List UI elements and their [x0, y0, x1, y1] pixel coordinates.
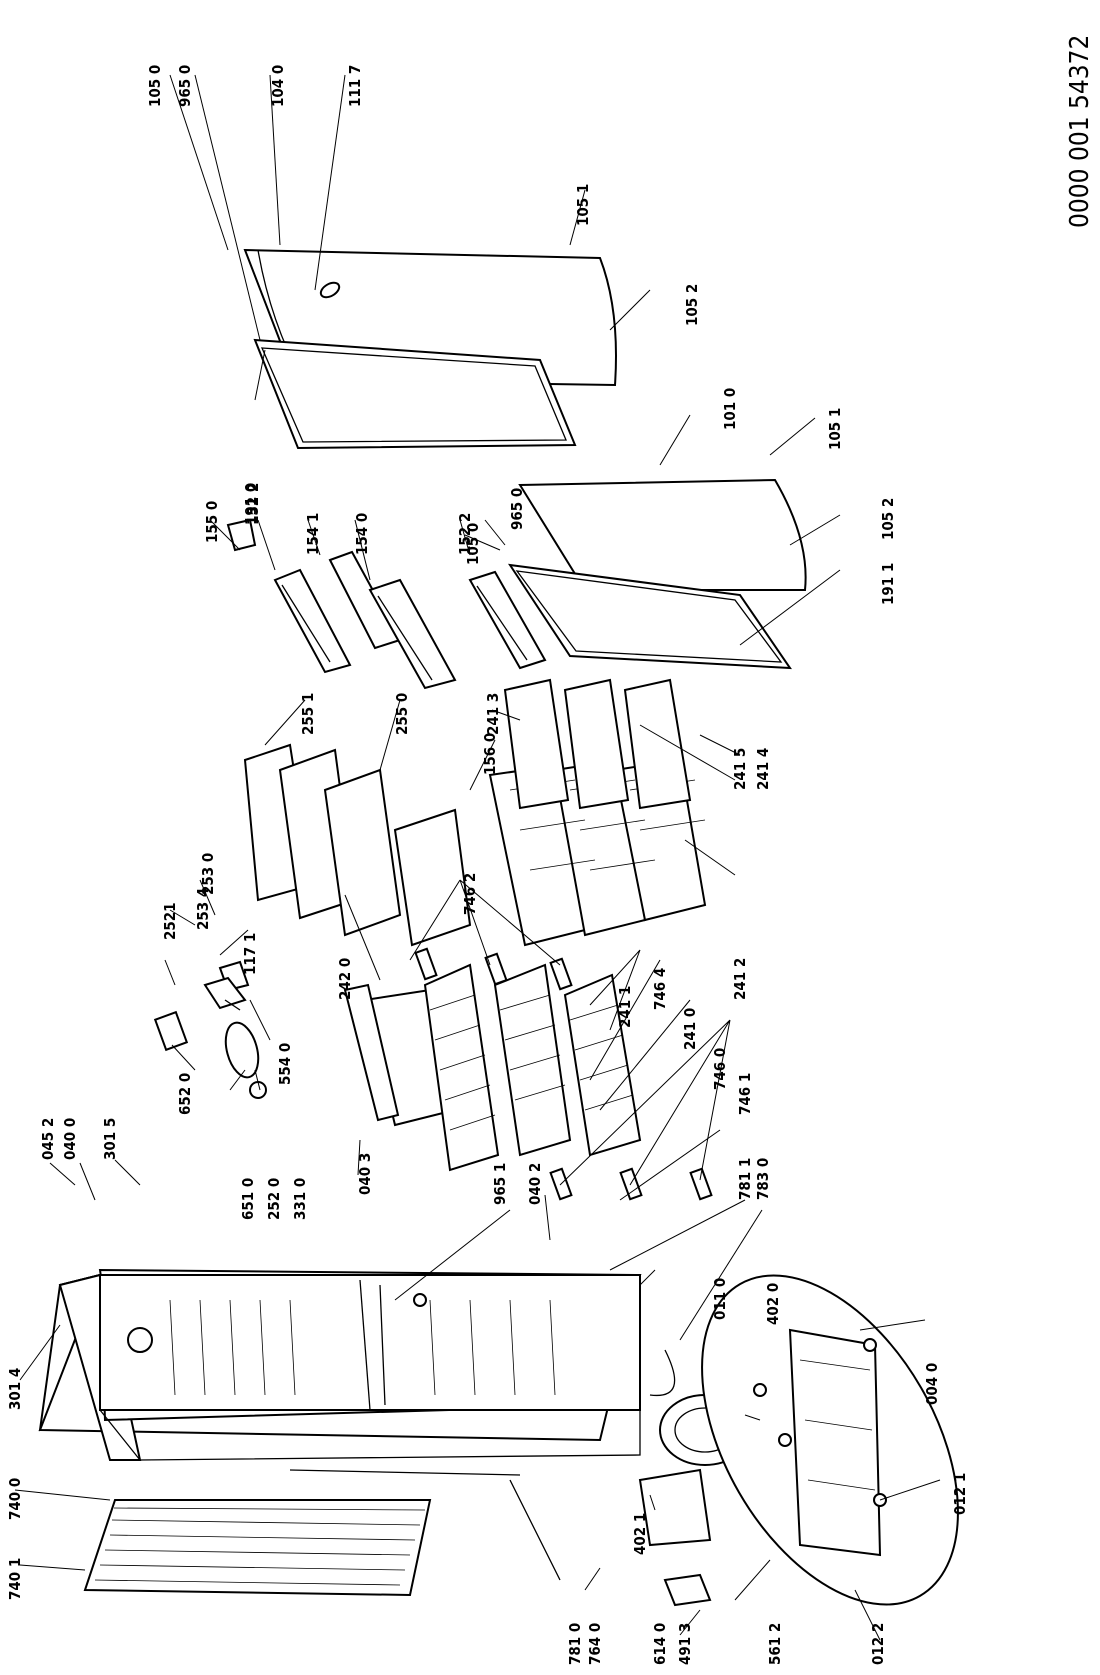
label-155-0: 155 0	[203, 501, 221, 543]
label-561-2: 561 2	[766, 1623, 784, 1665]
glass-shelves	[243, 743, 472, 947]
part-labels: 105 0 965 0 104 0 111 7 105 1 105 2 191 …	[6, 65, 969, 1665]
label-117-1: 117 1	[241, 933, 259, 975]
lower-door	[507, 478, 807, 670]
label-241-4: 241 4	[754, 748, 772, 790]
label-746-0: 746 0	[711, 1048, 729, 1090]
label-152-2: 152 2	[244, 483, 262, 525]
label-111-7: 111 7	[346, 65, 364, 107]
label-554-0: 554 0	[276, 1043, 294, 1085]
label-764-0: 764 0	[586, 1623, 604, 1665]
label-241-2: 241 2	[731, 958, 749, 1000]
label-241-1: 241 1	[616, 986, 634, 1028]
label-746-1: 746 1	[736, 1073, 754, 1115]
label-740-0: 740 0	[6, 1478, 24, 1520]
label-2521: 2521	[161, 902, 179, 940]
label-965-0-lower: 965 0	[508, 488, 526, 530]
label-154-1: 154 1	[304, 513, 322, 555]
label-011-0: 011 0	[711, 1278, 729, 1320]
label-781-1: 781 1	[736, 1158, 754, 1200]
evaporator-grids	[414, 947, 713, 1201]
label-746-4: 746 4	[651, 968, 669, 1010]
label-040-2: 040 2	[526, 1163, 544, 1205]
label-105-2: 105 2	[683, 284, 701, 326]
label-241-0: 241 0	[681, 1008, 699, 1050]
label-491-3: 491 3	[676, 1623, 694, 1665]
label-241-5: 241 5	[731, 748, 749, 790]
label-255-0: 255 0	[393, 693, 411, 735]
leader-lines	[14, 74, 941, 1641]
label-045-2: 045 2	[39, 1118, 57, 1160]
label-652-0: 652 0	[176, 1073, 194, 1115]
label-331-0: 331 0	[291, 1178, 309, 1220]
label-783-0: 783 0	[754, 1158, 772, 1200]
label-253-4: 253 4	[194, 888, 212, 930]
label-040-3: 040 3	[356, 1153, 374, 1195]
condenser	[83, 1469, 561, 1597]
label-104-0: 104 0	[269, 65, 287, 107]
label-242-0: 242 0	[336, 958, 354, 1000]
cabinet	[38, 1268, 642, 1461]
label-105-1: 105 1	[574, 184, 592, 226]
label-781-0: 781 0	[566, 1623, 584, 1665]
label-965-0: 965 0	[176, 65, 194, 107]
label-191-1: 191 1	[879, 563, 897, 605]
base-plate-inset	[701, 1274, 959, 1606]
label-040-0: 040 0	[61, 1118, 79, 1160]
label-301-5: 301 5	[101, 1118, 119, 1160]
label-965-1: 965 1	[491, 1163, 509, 1205]
label-012-2: 012 2	[869, 1623, 887, 1665]
label-105-0-lower: 105 0	[464, 523, 482, 565]
label-156-0: 156 0	[481, 733, 499, 775]
label-012-1: 012 1	[951, 1473, 969, 1515]
label-651-0: 651 0	[239, 1178, 257, 1220]
label-740-1: 740 1	[6, 1558, 24, 1600]
document-code: 0000 001 54372	[1065, 35, 1095, 228]
label-746-2: 746 2	[461, 873, 479, 915]
label-255-1: 255 1	[299, 693, 317, 735]
label-252-0: 252 0	[265, 1178, 283, 1220]
label-101-0: 101 0	[721, 388, 739, 430]
upper-door	[243, 248, 617, 450]
door-shelves	[226, 518, 547, 690]
drawers	[343, 678, 707, 1127]
label-154-0: 154 0	[353, 513, 371, 555]
label-253-0: 253 0	[199, 853, 217, 895]
label-402-1: 402 1	[631, 1513, 649, 1555]
label-105-2-lower: 105 2	[879, 498, 897, 540]
thermostat-assembly	[153, 960, 267, 1099]
label-402-0: 402 0	[764, 1283, 782, 1325]
label-614-0: 614 0	[651, 1623, 669, 1665]
label-152-2-lower: 152 2	[456, 513, 474, 555]
label-301-4: 301 4	[6, 1368, 24, 1410]
label-105-0: 105 0	[146, 65, 164, 107]
label-105-1-lower: 105 1	[826, 408, 844, 450]
label-191-0: 191 0	[242, 483, 260, 525]
label-241-3: 241 3	[484, 693, 502, 735]
label-004-0: 004 0	[923, 1363, 941, 1405]
